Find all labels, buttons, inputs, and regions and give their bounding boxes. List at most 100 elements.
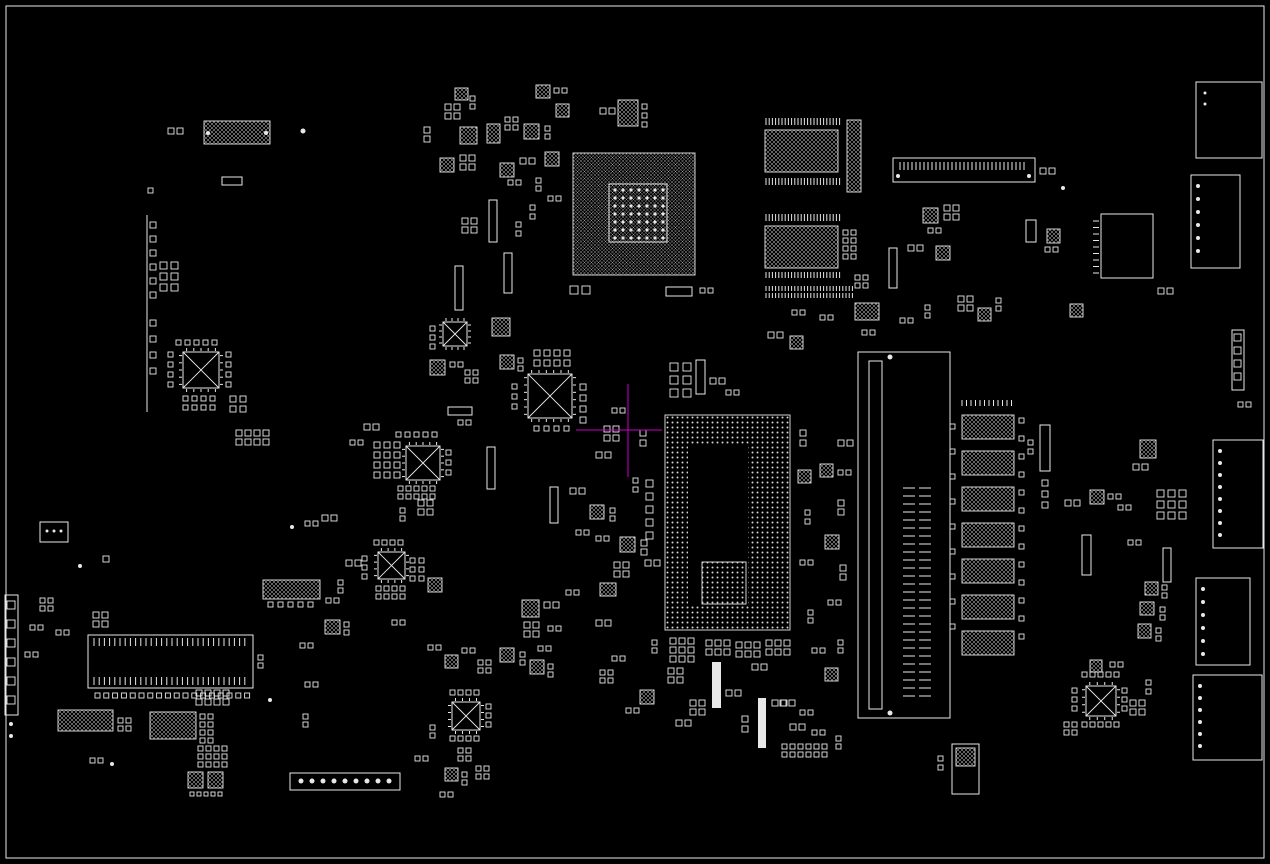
pcb-hatch xyxy=(955,747,976,767)
pcb-pads xyxy=(414,755,429,762)
pcb-hatch xyxy=(521,599,540,618)
pcb-hatch xyxy=(1069,303,1084,318)
pcb-pads xyxy=(767,331,784,339)
pcb-hatch xyxy=(427,577,443,593)
pcb-pads xyxy=(751,663,768,671)
pcb-pads xyxy=(444,103,461,120)
crosshair-cursor xyxy=(576,384,662,477)
pcb-pads xyxy=(641,103,648,128)
pcb-pads xyxy=(807,609,814,624)
pcb-ticksh xyxy=(93,677,246,685)
pcb-pads xyxy=(159,261,179,292)
pcb-hatch xyxy=(961,630,1015,656)
pcb-pads xyxy=(949,423,956,630)
pcb-pads xyxy=(791,309,806,316)
pcb-hatch xyxy=(977,307,992,322)
pcb-pads xyxy=(699,287,714,294)
pcb-pads xyxy=(1063,721,1078,736)
pcb-pads xyxy=(533,425,570,432)
pcb-pads xyxy=(765,639,791,656)
pcb-pads xyxy=(149,221,157,299)
pcb-dotsh xyxy=(887,354,893,360)
pcb-ticksv xyxy=(903,487,915,697)
pcb-pads xyxy=(325,597,340,604)
pcb-rect xyxy=(1195,577,1251,666)
pcb-pads xyxy=(943,204,960,221)
pcb-pads xyxy=(669,637,695,663)
pcb-pads xyxy=(529,204,536,220)
pcb-pads xyxy=(667,667,684,684)
pcb-pads xyxy=(854,274,869,289)
pcb-pads xyxy=(345,559,362,567)
pcb-pads xyxy=(575,529,590,536)
pcb-rect xyxy=(447,406,473,416)
pcb-pads xyxy=(464,369,479,384)
pcb-pads xyxy=(182,395,216,411)
pcb-ticksh xyxy=(765,178,841,185)
pcb-dotsh xyxy=(78,564,82,568)
pcb-ticksh xyxy=(765,286,853,291)
pcb-pads xyxy=(599,669,614,684)
pcb-rect xyxy=(39,521,69,543)
pcb-pads xyxy=(779,699,796,707)
pcb-pads xyxy=(321,514,338,522)
pcb-pads xyxy=(523,621,540,638)
pcb-pads xyxy=(937,755,944,771)
pcb-pads xyxy=(1109,661,1124,668)
pcb-pads xyxy=(39,597,54,612)
pcb-pads xyxy=(837,639,844,654)
pcb-pads xyxy=(417,499,434,516)
pcb-qfp xyxy=(524,370,576,422)
pcb-pads xyxy=(741,715,749,733)
pcb-rect xyxy=(1212,439,1264,549)
pcb-pads xyxy=(651,639,658,654)
pcb-hatch xyxy=(764,129,839,173)
pcb-pads xyxy=(199,713,214,744)
pcb-pads xyxy=(302,713,309,728)
pcb-dotsh xyxy=(45,529,63,533)
pcb-pads xyxy=(569,285,591,295)
pcb-pads xyxy=(639,429,647,447)
pcb-pads xyxy=(507,179,522,186)
pcb-hatch xyxy=(961,558,1015,584)
pcb-hatch xyxy=(499,647,515,663)
pcb-bga2 xyxy=(701,561,747,605)
pcb-pads xyxy=(579,383,587,424)
pcb-rect xyxy=(503,252,513,294)
pcb-rect xyxy=(888,247,898,289)
pcb-dotsv xyxy=(1218,449,1222,537)
pcb-pads xyxy=(537,645,552,652)
pcb-pads xyxy=(363,423,380,431)
pcb-pads xyxy=(595,535,610,542)
pcb-pads xyxy=(1027,439,1034,455)
pcb-rect xyxy=(221,176,243,186)
pcb-pads xyxy=(535,177,542,192)
pcb-pads xyxy=(267,601,314,608)
pcb-dotsv xyxy=(1196,184,1200,253)
pcb-pads xyxy=(899,317,914,324)
pcb-hatch xyxy=(789,335,804,350)
pcb-qfp xyxy=(1082,682,1120,720)
pcb-pads xyxy=(811,647,826,654)
pcb-pads xyxy=(337,579,344,594)
pcb-pads xyxy=(1041,479,1049,509)
pcb-hatch xyxy=(491,317,511,337)
pcb-pads xyxy=(517,357,524,372)
pcb-pads xyxy=(445,449,452,476)
pcb-pads xyxy=(543,601,560,609)
pcb-pads xyxy=(102,555,110,563)
pcb-hatch xyxy=(57,709,114,732)
pcb-ticksh xyxy=(765,272,841,278)
pcb-pads xyxy=(547,663,554,678)
pcb-dotsv xyxy=(1198,684,1202,748)
pcb-pads xyxy=(475,765,490,780)
pcb-pads xyxy=(789,723,806,731)
pcb-rect xyxy=(1231,329,1245,391)
pcb-hatch xyxy=(444,767,459,782)
pcb-pads xyxy=(395,431,438,438)
pcb-pads xyxy=(304,681,319,688)
pcb-pads xyxy=(519,651,526,666)
pcb-ticksh xyxy=(961,400,1012,406)
